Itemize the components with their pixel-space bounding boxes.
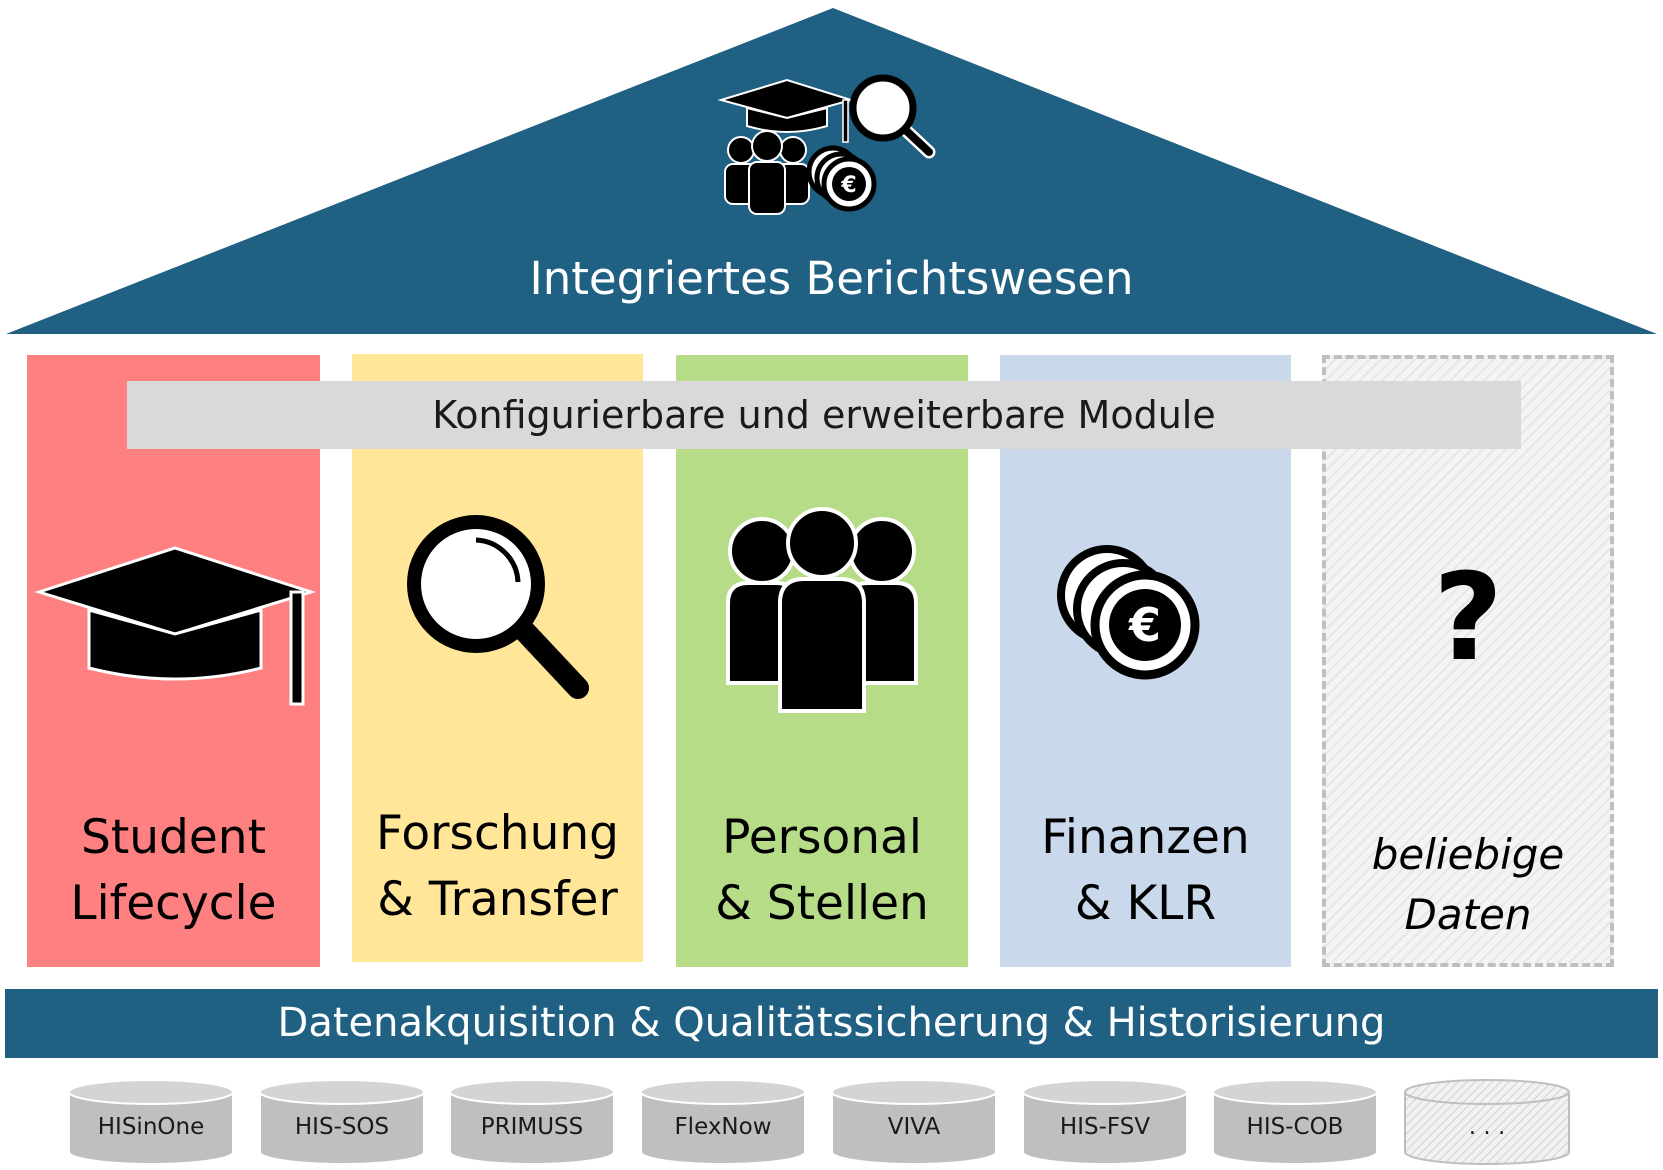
database-icon <box>1022 1079 1188 1165</box>
database-icon <box>1212 1079 1378 1165</box>
data-source-label: HISinOne <box>97 1114 205 1140</box>
question-mark-icon: ? <box>1433 549 1503 688</box>
data-source-cylinder: PRIMUSS <box>447 1078 617 1166</box>
data-source-cylinder: . . . <box>1402 1078 1572 1166</box>
modules-bar: Konfigurierbare und erweiterbare Module <box>127 381 1521 449</box>
svg-text:€: € <box>840 173 856 198</box>
data-source-cylinder: FlexNow <box>638 1078 808 1166</box>
pillar-student-lifecycle: Student Lifecycle <box>27 355 320 967</box>
data-source-cylinder: HISinOne <box>66 1078 236 1166</box>
pillar-label-line2: Lifecycle <box>70 876 277 931</box>
data-source-label: VIVA <box>887 1114 941 1140</box>
pillar-label-line1: Finanzen <box>1041 810 1250 865</box>
data-source-label: HIS-SOS <box>294 1114 390 1140</box>
data-source-cylinder: HIS-FSV <box>1020 1078 1190 1166</box>
pillar-label-line1: Forschung <box>376 806 619 861</box>
database-icon <box>259 1079 425 1165</box>
data-source-label: . . . <box>1468 1114 1506 1140</box>
graduation-cap-icon <box>34 546 316 706</box>
data-source-cylinder: VIVA <box>829 1078 999 1166</box>
graduation-cap-icon <box>717 78 855 143</box>
pillar-finanzen-klr: € Finanzen & KLR <box>1000 355 1291 967</box>
svg-text:€: € <box>1128 598 1161 652</box>
pillar-label-line2: Daten <box>1404 890 1532 939</box>
data-source-label: HIS-COB <box>1246 1114 1344 1140</box>
pillar-forschung-transfer: Forschung & Transfer <box>352 354 643 962</box>
pillar-label-line2: & Transfer <box>377 872 618 927</box>
database-icon <box>68 1079 234 1165</box>
magnifier-icon <box>407 515 589 699</box>
euro-coins-icon: € <box>1057 545 1200 680</box>
database-icon <box>1404 1079 1570 1165</box>
pillar-label-line1: Student <box>80 810 267 865</box>
roof-icon-cluster: € <box>717 74 936 215</box>
pillar-label-line2: & Stellen <box>715 876 929 931</box>
roof-title: Integriertes Berichtswesen <box>529 252 1134 305</box>
data-source-cylinder: HIS-COB <box>1210 1078 1380 1166</box>
magnifier-icon <box>849 74 936 159</box>
database-icon <box>640 1079 806 1165</box>
pillar-label-line1: beliebige <box>1371 830 1565 879</box>
people-icon <box>724 130 810 215</box>
data-source-label: HIS-FSV <box>1059 1114 1151 1140</box>
pillar-label-line1: Personal <box>722 810 922 865</box>
data-source-label: FlexNow <box>674 1114 772 1140</box>
euro-coins-icon: € <box>806 145 877 212</box>
data-source-cylinder: HIS-SOS <box>257 1078 427 1166</box>
base-bar: Datenakquisition & Qualitätssicherung & … <box>5 989 1658 1058</box>
pillar-beliebige-daten: ? beliebige Daten <box>1322 355 1614 967</box>
pillar-personal-stellen: Personal & Stellen <box>676 355 968 967</box>
database-icon <box>449 1079 615 1165</box>
pillar-label-line2: & KLR <box>1074 876 1217 931</box>
database-icon <box>831 1079 997 1165</box>
people-icon <box>726 507 918 713</box>
data-source-label: PRIMUSS <box>480 1114 584 1140</box>
